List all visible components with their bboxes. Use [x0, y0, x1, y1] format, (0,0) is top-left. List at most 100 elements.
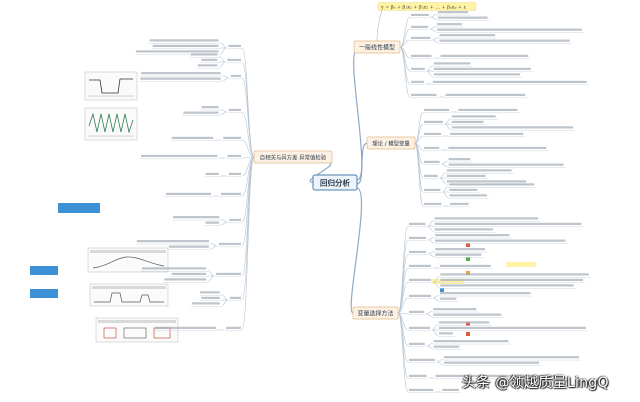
branch-node-left[interactable]: 自相关与异方差 异常值检验: [253, 150, 333, 164]
leaf-topic-text: [435, 234, 510, 237]
leaf-connector: [221, 218, 228, 223]
leaf-topic-text: [183, 111, 219, 114]
diagnostic-plot-image-2: [89, 283, 169, 307]
sub-branch-connector: [241, 139, 255, 158]
formula-highlight: [377, 2, 477, 11]
sub-topic-text: [229, 218, 241, 221]
leaf-connector: [444, 118, 451, 125]
leaf-topic-text: [448, 146, 547, 149]
sub-topic-text: [411, 54, 432, 57]
sub-topic-text: [424, 202, 442, 205]
leaf-connector: [219, 56, 226, 63]
leaf-topic-text: [433, 313, 502, 316]
sub-topic-text: [409, 250, 427, 253]
sub-topic-layer: [134, 11, 591, 394]
leaf-connector: [221, 294, 228, 301]
sub-branch-connector: [414, 123, 424, 144]
leaf-connector: [210, 242, 217, 247]
leaf-topic-text: [205, 172, 219, 175]
connector-center-to-right: [356, 142, 368, 185]
leaf-topic-text: [141, 267, 207, 270]
sub-branch-connector: [241, 111, 255, 158]
leaf-topic-text: [168, 245, 209, 248]
sub-topic-text: [221, 192, 241, 195]
sub-branch-connector: [397, 267, 409, 314]
leaf-topic-text: [201, 296, 220, 299]
marker-green: [466, 257, 470, 261]
central-node[interactable]: 回归分析: [312, 174, 358, 191]
branch-label-general-linear-model: 一般线性模型: [359, 44, 395, 52]
branch-node-right[interactable]: 理论 / 模型变量: [366, 136, 416, 150]
leaf-topic-text: [200, 291, 220, 294]
leaf-topic-text: [141, 72, 221, 75]
connector-center-to-bottom-right: [350, 187, 363, 314]
leaf-connector: [432, 294, 439, 299]
leaf-topic-text: [440, 284, 574, 287]
sub-topic-text: [229, 296, 241, 299]
leaf-topic-text: [446, 180, 527, 183]
branch-node-top-right[interactable]: 一般线性模型: [353, 40, 401, 54]
branch-node-bottom-right[interactable]: 变量选择方法: [352, 306, 399, 320]
leaf-connector: [436, 358, 443, 363]
sub-branch-connector: [241, 156, 255, 159]
leaf-topic-text: [140, 77, 221, 80]
watermark-text: 头条 @领越质量LingQ: [462, 375, 609, 391]
sub-branch-connector: [399, 39, 411, 48]
leaf-connector: [208, 270, 215, 277]
leaf-topic-text: [437, 11, 469, 14]
connector-center-to-top-right: [353, 50, 363, 181]
leaf-topic-text: [445, 93, 526, 96]
leaf-connector: [221, 221, 228, 226]
leaf-connector: [426, 342, 433, 347]
leaf-topic-text: [433, 73, 520, 76]
leaf-topic-text: [449, 194, 488, 197]
leaf-topic-text: [136, 240, 209, 243]
leaf-topic-text: [201, 106, 219, 109]
leaf-topic-text: [190, 53, 218, 56]
branch-label-theory-model-variables: 理论 / 模型变量: [372, 139, 410, 147]
leaf-connector: [220, 108, 227, 113]
sub-topic-text: [409, 374, 427, 377]
leaf-topic-text: [435, 253, 482, 256]
leaf-connector: [430, 28, 437, 33]
residual-plot-image-step: [84, 71, 138, 101]
sub-branch-connector: [414, 135, 424, 144]
leaf-connector: [432, 36, 439, 41]
leaf-topic-text: [171, 272, 207, 275]
leaf-connector: [222, 77, 229, 82]
leaf-connector: [427, 239, 435, 244]
leaf-topic-text: [438, 326, 586, 329]
leaf-connector: [210, 245, 217, 250]
sub-topic-text: [228, 108, 241, 111]
leaf-connector: [436, 361, 443, 366]
leaf-topic-text: [437, 16, 488, 19]
leaf-connector: [208, 275, 215, 282]
sub-topic-text: [409, 222, 426, 225]
leaf-topic-text: [205, 221, 220, 224]
sub-topic-text: [228, 172, 241, 175]
yellow-highlight: [432, 279, 464, 284]
sub-topic-text: [411, 67, 425, 70]
leaf-connector: [427, 220, 434, 227]
leaf-topic-text: [440, 273, 589, 276]
leaf-topic-text: [448, 163, 564, 166]
leaf-topic-text: [438, 332, 453, 335]
leaf-topic-text: [141, 154, 218, 157]
sub-branch-connector: [397, 239, 409, 314]
leaf-connector: [444, 123, 451, 130]
sub-branch-connector: [397, 297, 409, 314]
leaf-connector: [442, 191, 449, 198]
sub-topic-text: [227, 154, 241, 157]
marker-red: [466, 332, 470, 336]
sub-topic-text: [218, 242, 241, 245]
sub-topic-text: [409, 310, 425, 313]
sub-topic-text: [409, 358, 435, 361]
leaf-connector: [431, 324, 439, 331]
connector-center-to-left: [309, 162, 332, 183]
leaf-topic-text: [439, 264, 491, 267]
blue-highlight-box: [58, 203, 100, 213]
sub-branch-connector: [241, 156, 255, 331]
sub-branch-connector: [414, 111, 424, 144]
leaf-topic-text: [451, 115, 496, 118]
